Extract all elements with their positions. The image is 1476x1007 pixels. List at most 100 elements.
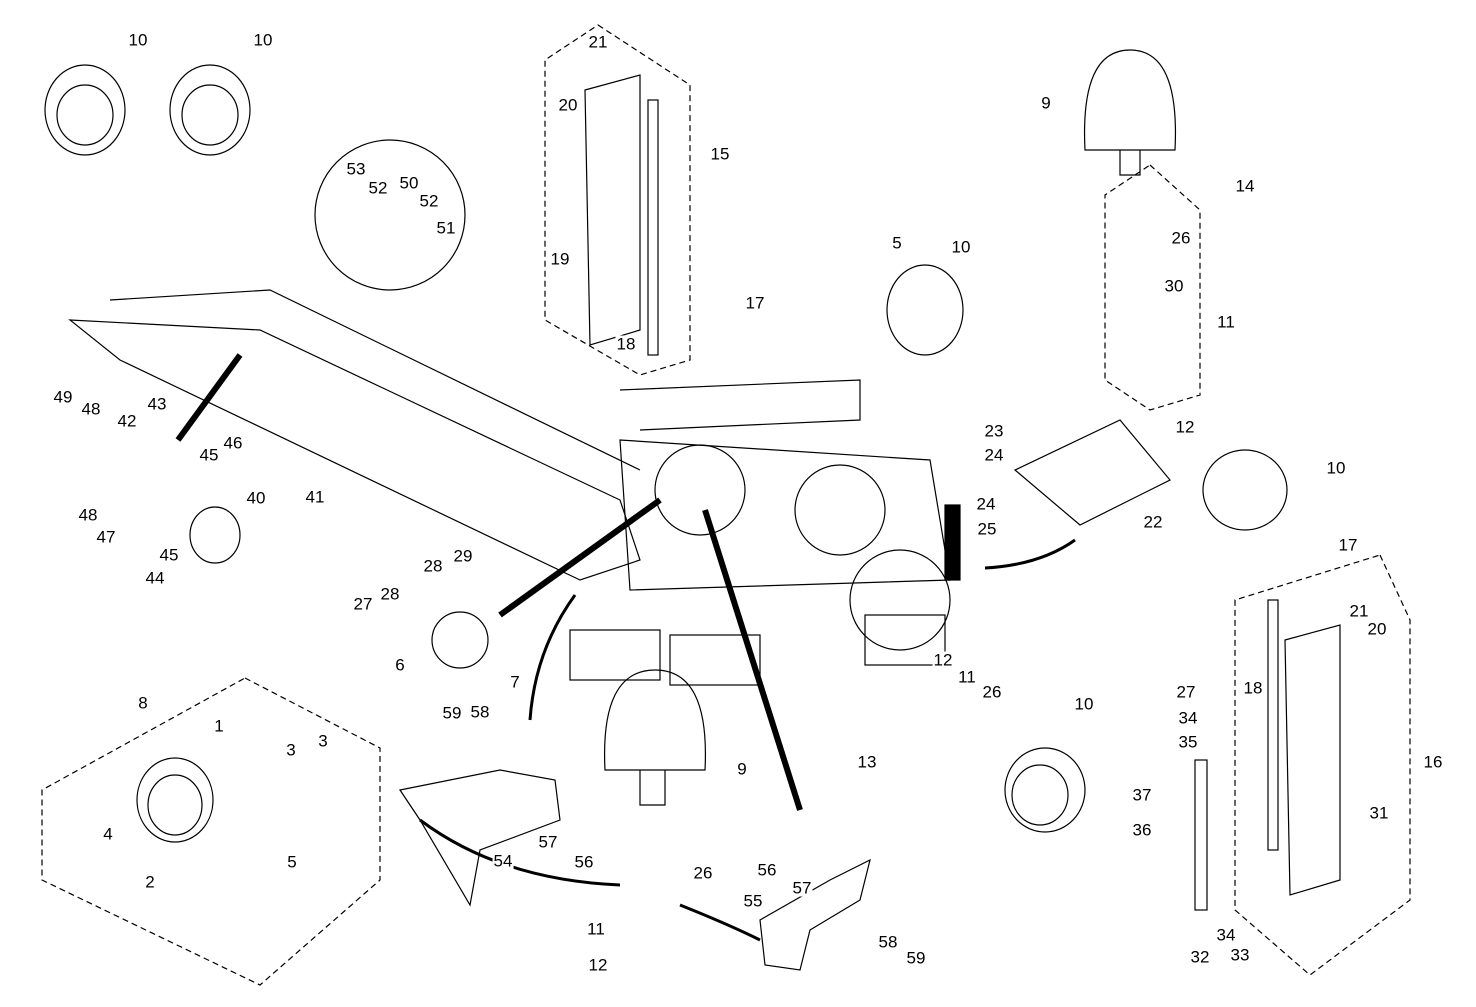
callout-1: 1 <box>213 716 225 736</box>
callout-57: 57 <box>791 878 813 898</box>
callout-10: 10 <box>252 30 274 50</box>
callout-33: 33 <box>1229 945 1251 965</box>
callout-17: 17 <box>1337 535 1359 555</box>
callout-34: 34 <box>1177 708 1199 728</box>
group-box-8 <box>41 677 381 986</box>
callout-58: 58 <box>877 932 899 952</box>
post-18 <box>647 99 659 356</box>
callout-41: 41 <box>304 487 326 507</box>
callout-35: 35 <box>1177 732 1199 752</box>
callout-36: 36 <box>1131 820 1153 840</box>
callout-26: 26 <box>981 682 1003 702</box>
horn-6 <box>431 611 489 669</box>
callout-47: 47 <box>95 527 117 547</box>
callout-27: 27 <box>352 594 374 614</box>
callout-46: 46 <box>222 433 244 453</box>
callout-11: 11 <box>1216 312 1236 332</box>
callout-45: 45 <box>158 545 180 565</box>
callout-21: 21 <box>587 32 609 52</box>
callout-54: 54 <box>492 851 514 871</box>
machine-outline <box>68 289 961 686</box>
post-18b <box>1267 599 1279 851</box>
callout-13: 13 <box>856 752 878 772</box>
callout-28: 28 <box>379 584 401 604</box>
callout-3: 3 <box>285 740 297 760</box>
callout-9: 9 <box>736 759 748 779</box>
detail-circle-cab <box>654 444 746 536</box>
callout-56: 56 <box>573 852 595 872</box>
reflector-31 <box>1284 624 1341 896</box>
detail-circle-mid <box>794 464 886 556</box>
callout-56: 56 <box>756 860 778 880</box>
detail-circle-50 <box>314 139 466 291</box>
callout-11: 11 <box>957 667 977 687</box>
callout-26: 26 <box>692 863 714 883</box>
callout-7: 7 <box>509 672 521 692</box>
callout-17: 17 <box>744 293 766 313</box>
callout-37: 37 <box>1131 785 1153 805</box>
callout-24: 24 <box>975 494 997 514</box>
callout-14: 14 <box>1234 176 1256 196</box>
callout-52: 52 <box>367 178 389 198</box>
callout-25: 25 <box>976 519 998 539</box>
callout-59: 59 <box>905 948 927 968</box>
callout-16: 16 <box>1422 752 1444 772</box>
callout-8: 8 <box>137 693 149 713</box>
callout-48: 48 <box>77 505 99 525</box>
callout-21: 21 <box>1348 601 1370 621</box>
callout-53: 53 <box>345 159 367 179</box>
bracket-22 <box>1013 419 1171 526</box>
callout-40: 40 <box>245 488 267 508</box>
callout-15: 15 <box>709 144 731 164</box>
callout-51: 51 <box>435 218 457 238</box>
callout-30: 30 <box>1163 276 1185 296</box>
callout-19: 19 <box>549 249 571 269</box>
callout-10: 10 <box>127 30 149 50</box>
callout-9: 9 <box>1040 93 1052 113</box>
callout-26: 26 <box>1170 228 1192 248</box>
callout-55: 55 <box>742 891 764 911</box>
callout-12: 12 <box>1174 417 1196 437</box>
callout-52: 52 <box>418 191 440 211</box>
callout-43: 43 <box>146 394 168 414</box>
callout-18: 18 <box>615 334 637 354</box>
callout-23: 23 <box>983 421 1005 441</box>
callout-59: 59 <box>441 703 463 723</box>
callout-18: 18 <box>1242 678 1264 698</box>
callout-6: 6 <box>394 655 406 675</box>
callout-34: 34 <box>1215 925 1237 945</box>
callout-10: 10 <box>1325 458 1347 478</box>
callout-32: 32 <box>1189 947 1211 967</box>
work-lamp-shapes <box>44 64 1288 843</box>
callout-22: 22 <box>1142 512 1164 532</box>
group-box-15 <box>544 24 691 376</box>
group-box-16 <box>1234 554 1411 976</box>
callout-5: 5 <box>286 852 298 872</box>
callout-10: 10 <box>1073 694 1095 714</box>
callout-45: 45 <box>198 445 220 465</box>
beacon-bottom <box>603 669 707 806</box>
callout-20: 20 <box>557 95 579 115</box>
detail-circle-rear <box>849 549 951 651</box>
callout-31: 31 <box>1368 803 1390 823</box>
beacon-top <box>1083 49 1177 176</box>
callout-28: 28 <box>422 556 444 576</box>
callout-3: 3 <box>317 731 329 751</box>
callout-11: 11 <box>586 919 606 939</box>
callout-58: 58 <box>469 702 491 722</box>
callout-12: 12 <box>587 955 609 975</box>
callout-49: 49 <box>52 387 74 407</box>
bracket-55 <box>759 858 871 971</box>
callout-50: 50 <box>398 173 420 193</box>
callout-48: 48 <box>80 399 102 419</box>
callout-24: 24 <box>983 445 1005 465</box>
callout-12: 12 <box>932 650 954 670</box>
callout-42: 42 <box>116 411 138 431</box>
callout-27: 27 <box>1175 682 1197 702</box>
bracket-54 <box>399 769 561 907</box>
callout-4: 4 <box>102 824 114 844</box>
callout-44: 44 <box>144 568 166 588</box>
group-box-11 <box>1104 164 1201 411</box>
